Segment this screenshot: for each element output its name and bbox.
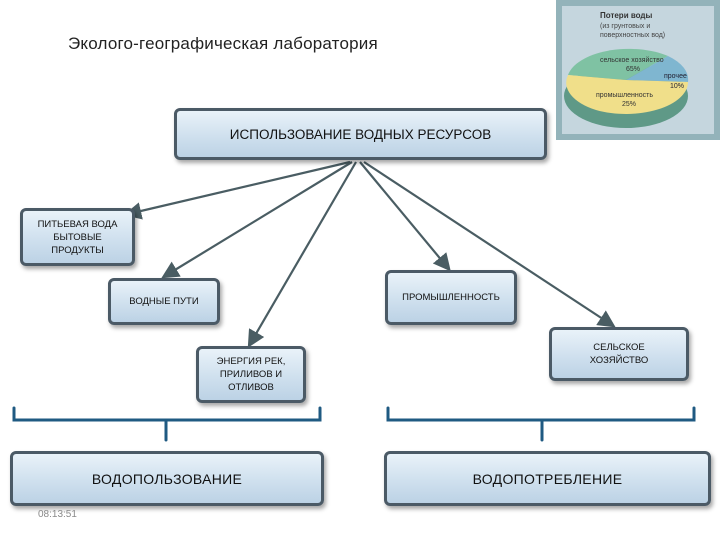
node-agriculture: СЕЛЬСКОЕ ХОЗЯЙСТВО: [549, 327, 689, 381]
main-topic-box: ИСПОЛЬЗОВАНИЕ ВОДНЫХ РЕСУРСОВ: [174, 108, 547, 160]
inset-pie-chart: Потери воды (из грунтовых и поверхностны…: [556, 0, 720, 140]
group-water-use-box: ВОДОПОЛЬЗОВАНИЕ: [10, 451, 324, 506]
arrow-to-drinking: [123, 160, 351, 220]
arrow-to-agriculture: [363, 161, 616, 328]
bracket-left: [12, 406, 322, 422]
inset-label-industry: промышленность: [596, 92, 653, 99]
node-drinking-water: ПИТЬЕВАЯ ВОДА БЫТОВЫЕ ПРОДУКТЫ: [20, 208, 135, 266]
node-label: ВОДНЫЕ ПУТИ: [129, 296, 199, 307]
inset-label-other: прочее: [664, 73, 687, 80]
main-topic-label: ИСПОЛЬЗОВАНИЕ ВОДНЫХ РЕСУРСОВ: [229, 126, 492, 142]
inset-label-agriculture: сельское хозяйство: [600, 56, 664, 64]
inset-pct-other: 10%: [670, 83, 684, 90]
timestamp: 08:13:51: [38, 509, 77, 520]
inset-title-line: Потери воды: [600, 11, 653, 20]
pie-slice-other: [626, 56, 689, 82]
group-water-consumption-box: ВОДОПОТРЕБЛЕНИЕ: [384, 451, 711, 506]
node-industry: ПРОМЫШЛЕННОСТЬ: [385, 270, 517, 325]
inset-pct-industry: 25%: [622, 101, 636, 108]
node-label: ПРОМЫШЛЕННОСТЬ: [402, 292, 500, 303]
node-label: СЕЛЬСКОЕ ХОЗЯЙСТВО: [589, 342, 649, 366]
bracket-right: [386, 406, 696, 422]
arrow-to-waterways: [161, 161, 353, 279]
inset-title-line: (из грунтовых и: [600, 23, 650, 30]
node-energy: ЭНЕРГИЯ РЕК, ПРИЛИВОВ И ОТЛИВОВ: [196, 346, 306, 403]
node-waterways: ВОДНЫЕ ПУТИ: [108, 278, 220, 325]
arrow-to-energy: [247, 161, 357, 348]
group-label: ВОДОПОЛЬЗОВАНИЕ: [91, 470, 243, 487]
inset-pct-agriculture: 65%: [626, 66, 640, 73]
node-label: ПИТЬЕВАЯ ВОДА БЫТОВЫЕ ПРОДУКТЫ: [37, 218, 118, 256]
node-label: ЭНЕРГИЯ РЕК, ПРИЛИВОВ И ОТЛИВОВ: [216, 356, 286, 393]
group-label: ВОДОПОТРЕБЛЕНИЕ: [472, 470, 623, 487]
inset-title-line: поверхностных вод): [600, 32, 665, 39]
pie-chart-svg: Потери воды (из грунтовых и поверхностны…: [556, 0, 720, 140]
arrow-to-industry: [359, 161, 451, 272]
pie-slice-agriculture: [568, 48, 668, 80]
pie-slice-industry: [566, 75, 688, 114]
page-title: Эколого-географическая лаборатория: [68, 34, 378, 53]
